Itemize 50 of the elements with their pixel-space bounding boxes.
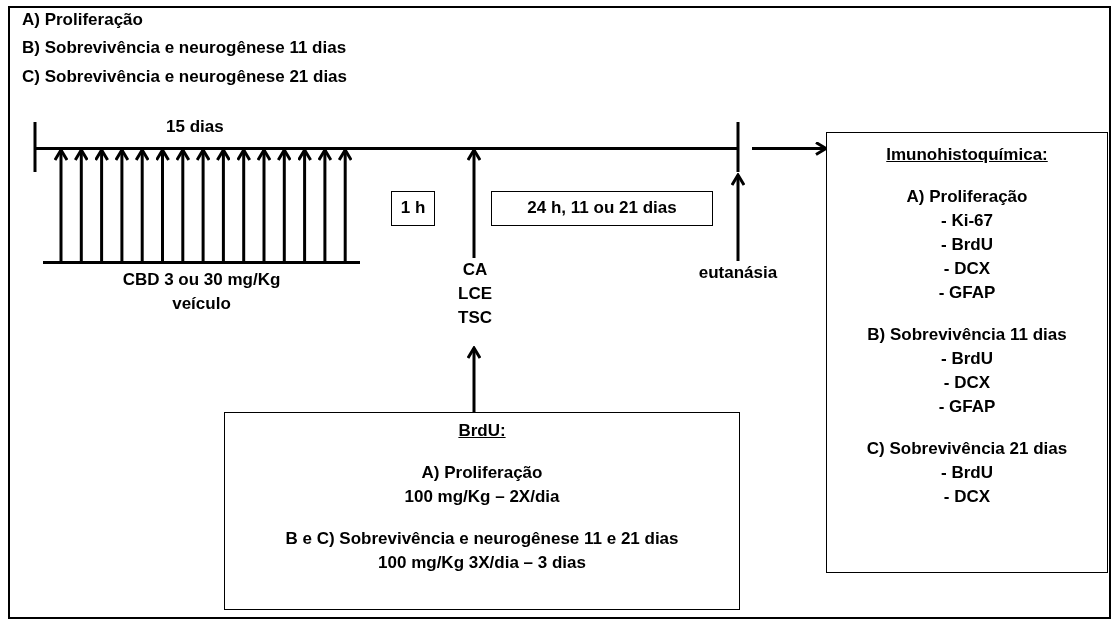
arrow xyxy=(730,173,746,261)
legend-text: A) Proliferação xyxy=(22,10,143,30)
box-text: - BrdU xyxy=(940,462,994,484)
legend-text: B) Sobrevivência e neurogênese 11 dias xyxy=(22,38,347,58)
results-box xyxy=(826,132,1108,573)
arrow xyxy=(155,148,170,261)
test-label: CA LCE TSC xyxy=(457,259,493,329)
arrow xyxy=(466,346,482,412)
interval-box xyxy=(491,191,713,226)
arrow xyxy=(256,148,272,261)
box-heading: Imunohistoquímica: xyxy=(885,144,1049,166)
protocol-box xyxy=(224,412,740,610)
box-text: B) Sobrevivência 11 dias xyxy=(866,324,1068,346)
arrow xyxy=(134,148,150,261)
box-text: - DCX xyxy=(942,258,992,280)
arrow xyxy=(215,148,231,261)
box-text: A) Proliferação xyxy=(420,462,544,484)
arrow xyxy=(175,148,191,261)
box-heading: BrdU: xyxy=(457,420,507,442)
box-text: C) Sobrevivência 21 dias xyxy=(865,438,1069,460)
arrow xyxy=(53,148,69,261)
arrow xyxy=(236,148,252,261)
box-text: - DCX xyxy=(942,372,992,394)
arrow xyxy=(317,148,333,261)
box-text: - GFAP xyxy=(937,282,997,304)
box-text: CBD 3 ou 30 mg/Kg veículo xyxy=(121,269,282,315)
box-text: 100 mg/Kg 3X/dia – 3 dias xyxy=(377,552,587,574)
event-label: eutanásia xyxy=(697,262,779,284)
interval-box xyxy=(391,191,435,226)
box-text: 100 mg/Kg – 2X/dia xyxy=(403,486,561,508)
box-text: - GFAP xyxy=(937,396,997,418)
box-text: - BrdU xyxy=(940,234,994,256)
arrow xyxy=(337,148,353,261)
arrow xyxy=(195,148,211,261)
box-text: 24 h, 11 ou 21 dias xyxy=(526,197,678,219)
duration-label: 15 dias xyxy=(166,117,224,137)
arrow xyxy=(466,148,482,258)
arrow xyxy=(94,148,110,261)
box-text: - BrdU xyxy=(940,348,994,370)
box-text: B e C) Sobrevivência e neurogênese 11 e 21 dias xyxy=(284,528,680,550)
arrow xyxy=(73,148,89,261)
arrow xyxy=(114,148,130,261)
box-text: - DCX xyxy=(942,486,992,508)
box-text: A) Proliferação xyxy=(905,186,1029,208)
legend-text: C) Sobrevivência e neurogênese 21 dias xyxy=(22,67,348,87)
box-text: 1 h xyxy=(399,197,427,219)
arrow xyxy=(752,141,828,156)
arrow xyxy=(276,148,292,261)
box-text: - Ki-67 xyxy=(940,210,994,232)
arrow xyxy=(297,148,313,261)
